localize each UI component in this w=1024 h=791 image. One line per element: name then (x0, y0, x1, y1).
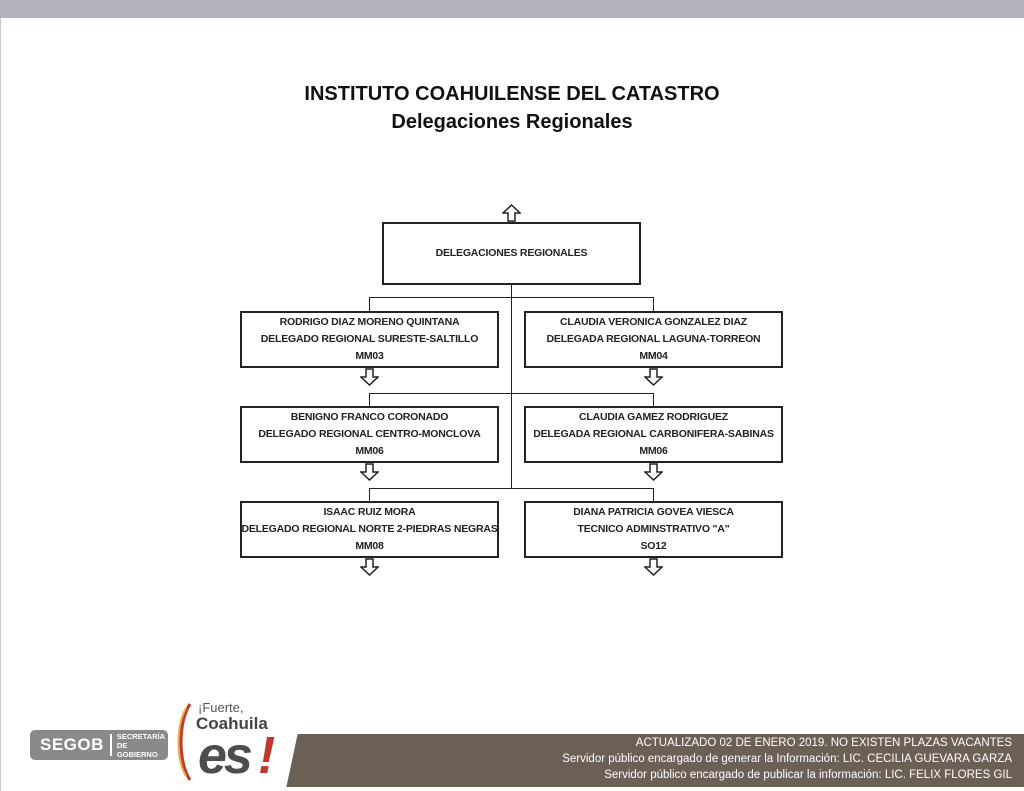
position-code: MM08 (355, 540, 384, 552)
segob-logo-divider (109, 734, 112, 756)
page-title: INSTITUTO COAHUILENSE DEL CATASTRO (304, 83, 720, 105)
position-name: ISAAC RUIZ MORA (323, 506, 416, 518)
connector-r3 (653, 488, 654, 501)
org-position-box: ISAAC RUIZ MORA DELEGADO REGIONAL NORTE … (240, 501, 499, 558)
connector-r2 (653, 393, 654, 406)
org-root-label: DELEGACIONES REGIONALES (435, 247, 588, 259)
trunk-line (511, 285, 512, 489)
connector-r1 (653, 297, 654, 311)
branch-line-1 (369, 297, 654, 298)
org-root-box: DELEGACIONES REGIONALES (382, 222, 641, 285)
position-name: BENIGNO FRANCO CORONADO (290, 411, 449, 423)
down-arrow-icon (360, 368, 379, 386)
position-role: DELEGADA REGIONAL CARBONIFERA-SABINAS (533, 428, 774, 440)
page-subtitle: Delegaciones Regionales (391, 111, 633, 133)
segob-sub-line1: SECRETARÍA (116, 731, 166, 741)
connector-l2 (369, 393, 370, 406)
top-bar (0, 0, 1024, 18)
footer-publisher-note: Servidor público encargado de publicar l… (604, 769, 1012, 781)
org-position-box: CLAUDIA VERONICA GONZALEZ DIAZ DELEGADA … (524, 311, 783, 368)
position-role: DELEGADO REGIONAL SURESTE-SALTILLO (260, 333, 479, 345)
coahuila-logo-name: Coahuila (196, 714, 268, 733)
position-code: MM03 (355, 350, 384, 362)
position-code: SO12 (640, 540, 667, 552)
branch-line-2 (369, 393, 654, 394)
page-edge (0, 18, 1, 791)
connector-l1 (369, 297, 370, 311)
position-name: RODRIGO DIAZ MORENO QUINTANA (279, 316, 460, 328)
coahuila-logo-tag: ¡Fuerte, (198, 700, 244, 715)
position-role: DELEGADO REGIONAL CENTRO-MONCLOVA (258, 428, 481, 440)
segob-sub-line2: DE GOBIERNO (116, 740, 158, 759)
org-position-box: BENIGNO FRANCO CORONADO DELEGADO REGIONA… (240, 406, 499, 463)
org-position-box: CLAUDIA GAMEZ RODRIGUEZ DELEGADA REGIONA… (524, 406, 783, 463)
footer-update-note: ACTUALIZADO 02 DE ENERO 2019. NO EXISTEN… (635, 737, 1012, 749)
position-role: TECNICO ADMINSTRATIVO "A" (577, 523, 730, 535)
down-arrow-icon (644, 368, 663, 386)
down-arrow-icon (644, 558, 663, 576)
position-name: DIANA PATRICIA GOVEA VIESCA (573, 506, 734, 518)
coahuila-logo-bang: ! (258, 727, 276, 785)
position-code: MM06 (355, 445, 384, 457)
coahuila-swoosh-icon (177, 703, 192, 781)
org-position-box: RODRIGO DIAZ MORENO QUINTANA DELEGADO RE… (240, 311, 499, 368)
down-arrow-icon (644, 463, 663, 481)
coahuila-logo: ¡Fuerte, Coahuila es ! (176, 700, 286, 786)
footer-band (305, 734, 1024, 787)
position-name: CLAUDIA VERONICA GONZALEZ DIAZ (560, 316, 747, 328)
up-arrow-icon (502, 204, 521, 222)
down-arrow-icon (360, 558, 379, 576)
position-name: CLAUDIA GAMEZ RODRIGUEZ (578, 411, 728, 423)
position-code: MM04 (639, 350, 668, 362)
org-position-box: DIANA PATRICIA GOVEA VIESCA TECNICO ADMI… (524, 501, 783, 558)
footer-generator-note: Servidor público encargado de generar la… (562, 753, 1012, 765)
position-role: DELEGADA REGIONAL LAGUNA-TORREON (546, 333, 761, 345)
coahuila-logo-es: es (198, 727, 253, 785)
position-code: MM06 (639, 445, 668, 457)
connector-l3 (369, 488, 370, 501)
segob-logo-text: SEGOB (40, 735, 104, 754)
segob-logo-subtitle: SECRETARÍA DE GOBIERNO (112, 732, 168, 759)
branch-line-3 (369, 488, 654, 489)
position-role: DELEGADO REGIONAL NORTE 2-PIEDRAS NEGRAS (241, 523, 498, 535)
segob-logo: SEGOB SECRETARÍA DE GOBIERNO (30, 730, 168, 760)
down-arrow-icon (360, 463, 379, 481)
